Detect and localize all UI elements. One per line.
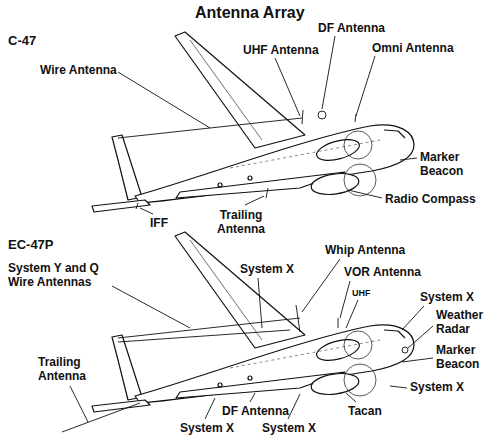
antenna-label: System X [180, 421, 234, 435]
diagram-title: Antenna Array [195, 4, 305, 22]
aircraft-name: EC-47P [8, 237, 54, 252]
c47-antennas [118, 110, 356, 209]
antenna-label: System X [410, 380, 464, 394]
antenna-label: UHF Antenna [243, 43, 319, 57]
antenna-label: Tacan [348, 404, 382, 418]
antenna-label: Marker Beacon [420, 150, 476, 178]
antenna-label: Trailing Antenna [38, 355, 108, 383]
c47-leader-lines [118, 36, 417, 214]
antenna-label: Trailing Antenna [205, 208, 277, 236]
c47-airframe [92, 32, 414, 212]
ec47p-airframe [92, 232, 414, 412]
antenna-label: System X [262, 421, 316, 435]
antenna-label: System X [420, 290, 474, 304]
antenna-label: Whip Antenna [325, 243, 405, 257]
antenna-label: DF Antenna [318, 21, 385, 35]
antenna-label: Marker Beacon [436, 343, 494, 371]
antenna-label: Wire Antenna [40, 63, 117, 77]
antenna-label: VOR Antenna [344, 265, 421, 279]
antenna-label: Weather Radar [436, 308, 494, 336]
ec47p-leader-lines [70, 259, 433, 422]
antenna-label: Omni Antenna [372, 41, 454, 55]
antenna-label: Radio Compass [385, 192, 476, 206]
antenna-label: System Y and Q Wire Antennas [8, 261, 118, 289]
aircraft-name: C-47 [8, 33, 36, 48]
antenna-label: DF Antenna [222, 404, 289, 418]
ec47p-antennas [62, 305, 408, 432]
antenna-label: IFF [150, 216, 168, 230]
antenna-label: UHF [352, 288, 371, 299]
antenna-label: System X [240, 262, 294, 276]
